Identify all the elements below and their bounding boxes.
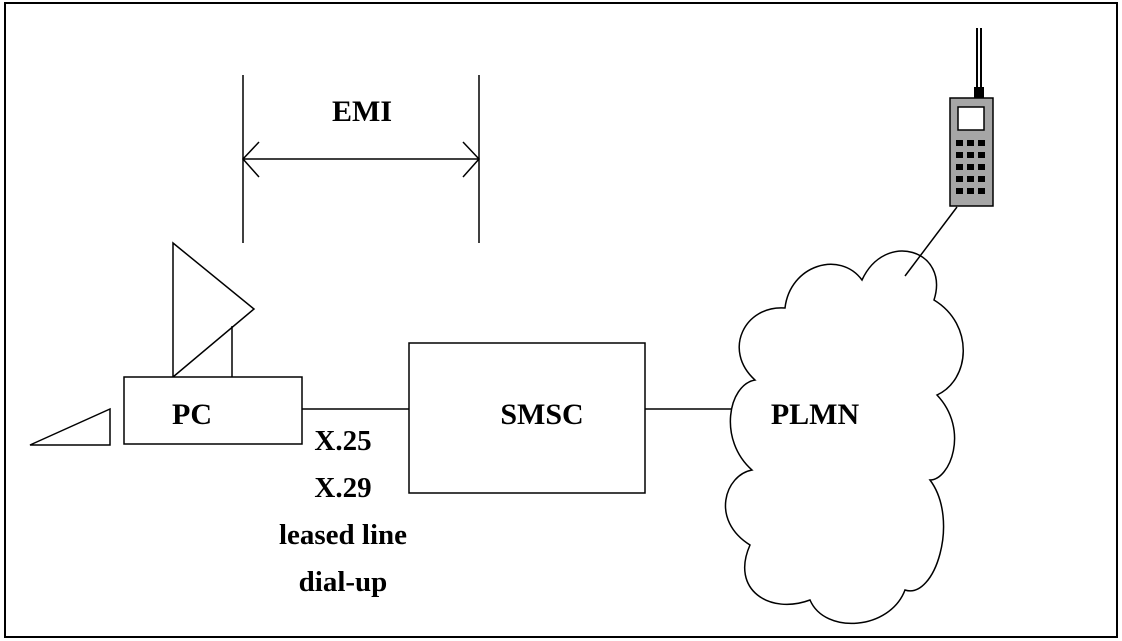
plmn-phone-link (904, 206, 958, 277)
diagram-frame (4, 2, 1118, 638)
mobile-phone-icon (949, 28, 994, 207)
emi-label: EMI (332, 95, 392, 128)
emi-arrow-left-head (241, 141, 260, 178)
connection-label-leased-line: leased line (279, 519, 407, 551)
smsc-label: SMSC (500, 398, 583, 431)
emi-arrow-right-head (462, 141, 481, 178)
smsc-box (408, 342, 646, 494)
pc-monitor-icon (172, 241, 256, 379)
connection-label-dial-up: dial-up (299, 566, 388, 598)
pc-box (123, 376, 303, 445)
cloud-icon (724, 250, 964, 625)
keyboard-icon (29, 407, 111, 446)
connection-label-x29: X.29 (314, 472, 371, 504)
pc-label: PC (172, 398, 212, 431)
plmn-label: PLMN (771, 398, 860, 431)
emi-dimension-marker (241, 75, 481, 243)
connection-label-x25: X.25 (314, 425, 371, 457)
